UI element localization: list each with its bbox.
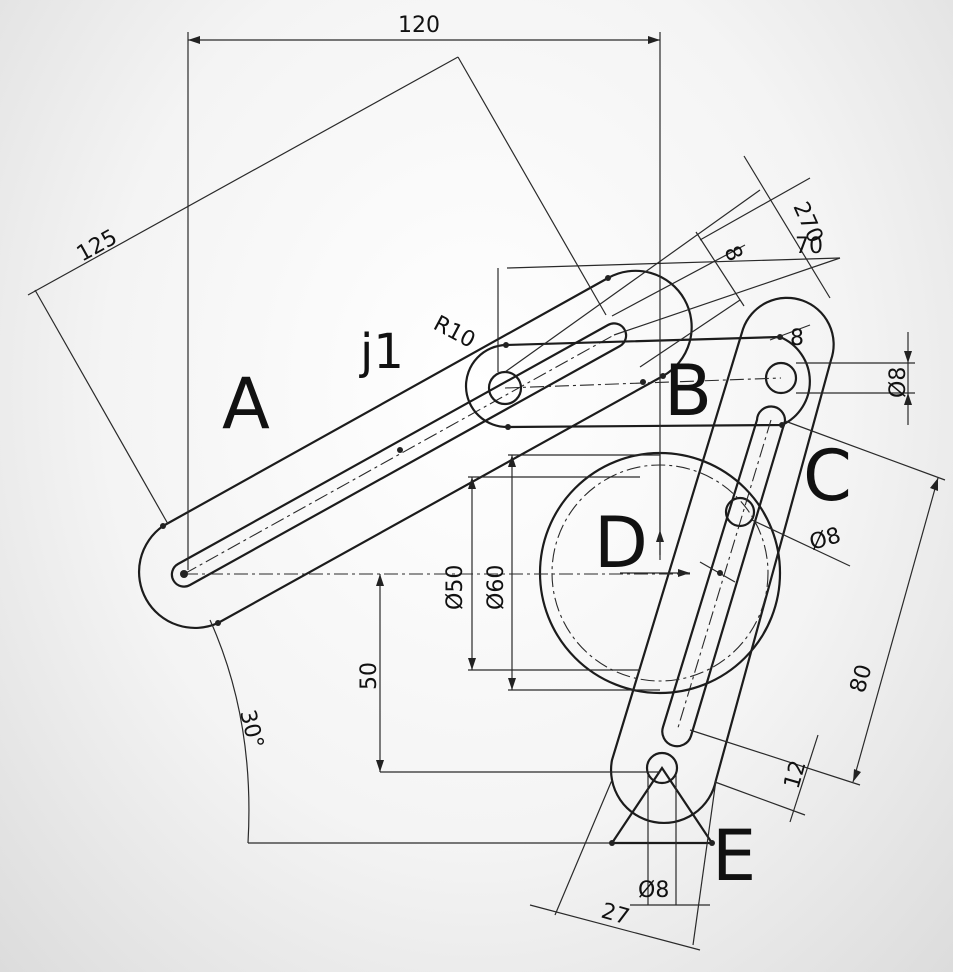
dim-50: 50 xyxy=(357,662,382,690)
label-part-c: C xyxy=(803,435,852,517)
dim-dia-8-b: Ø8 xyxy=(886,367,911,398)
dim-dia-60: Ø60 xyxy=(484,565,509,610)
dimension-lines xyxy=(27,32,946,951)
dim-8-slot-c: 8 xyxy=(790,326,804,351)
label-part-e: E xyxy=(712,815,756,897)
pivot-markers xyxy=(160,275,785,846)
dim-dia-8-e: Ø8 xyxy=(638,878,669,903)
dim-dia-50: Ø50 xyxy=(443,565,468,610)
dim-120: 120 xyxy=(398,13,440,38)
dim-dia-8-c: Ø8 xyxy=(807,523,844,556)
dim-27: 27 xyxy=(598,899,632,931)
dim-angle-30: 30° xyxy=(234,707,268,751)
dim-12: 12 xyxy=(780,758,812,792)
dim-70: 70 xyxy=(795,234,823,259)
label-part-a: A xyxy=(222,363,270,445)
label-part-d: D xyxy=(594,502,648,584)
ground-e xyxy=(609,751,715,845)
dim-80: 80 xyxy=(846,662,878,696)
dim-r10: R10 xyxy=(429,311,479,353)
label-part-b: B xyxy=(664,350,712,432)
dim-125: 125 xyxy=(73,225,122,267)
label-joint-j1: j1 xyxy=(359,324,404,380)
